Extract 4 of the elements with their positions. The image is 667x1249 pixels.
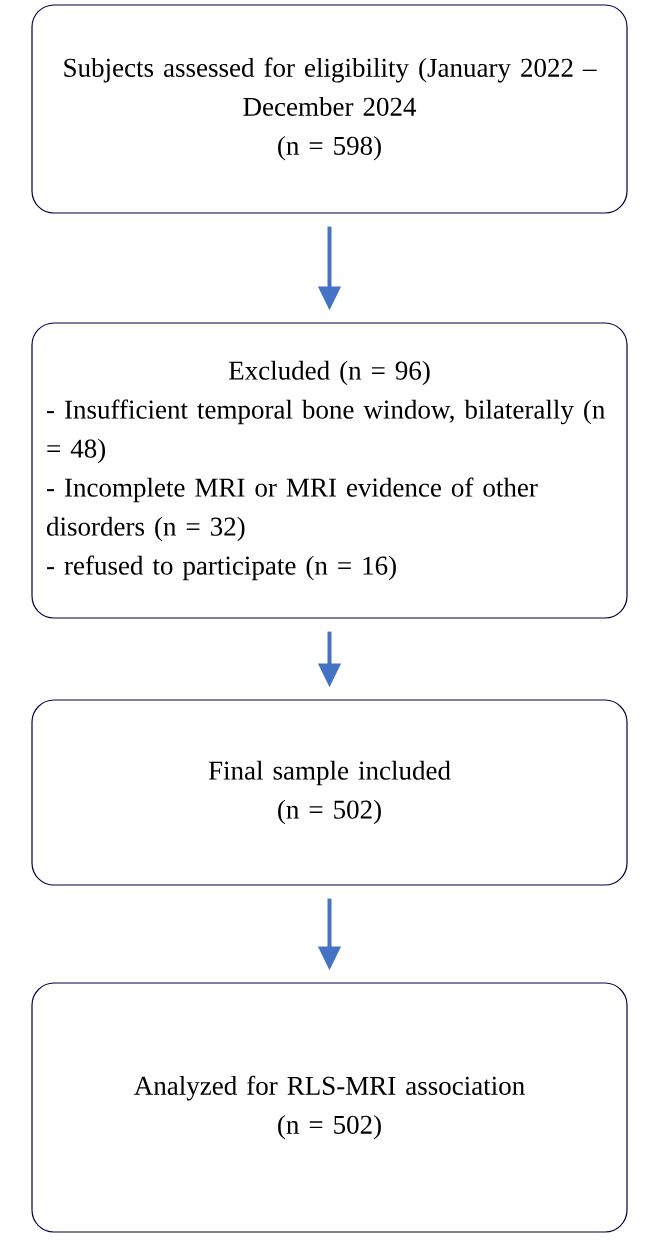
process-box: Excluded (n = 96) - Insufficient temporal bone window, bilaterally (n = 48) - Incomplete MRI or MRI evidence of other disorders (n = 32) - refused to participate (n = 16) — [31, 322, 628, 619]
process-box: Final sample included (n = 502) — [31, 699, 628, 886]
process-box: Analyzed for RLS-MRI association (n = 502) — [31, 982, 628, 1233]
process-box: Subjects assessed for eligibility (January 2022 – December 2024 (n = 598) — [31, 4, 628, 214]
